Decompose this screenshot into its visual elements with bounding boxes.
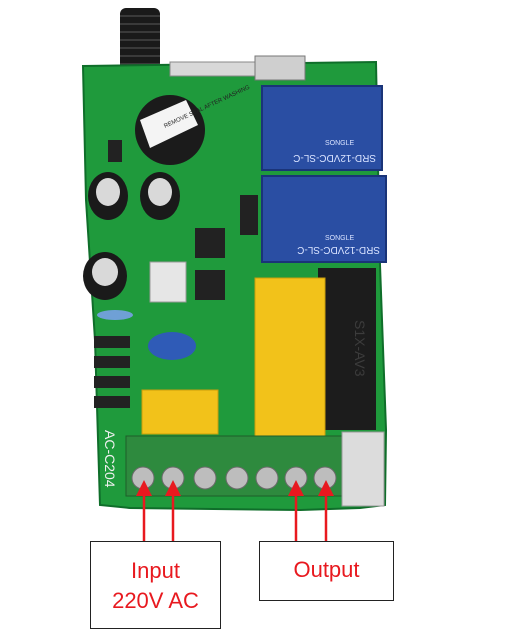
relay-top-model: SRD-12VDC-SL-C: [293, 152, 376, 163]
input-label-box: Input 220V AC: [90, 541, 221, 629]
arrows: [136, 480, 334, 541]
arrow-output-1-head: [288, 480, 304, 496]
ic-chip-1: [195, 228, 225, 258]
black-power-relay: S1X-AV3: [318, 268, 376, 430]
terminal-screw-5: [255, 466, 279, 490]
transistor-array: [240, 195, 258, 235]
arrow-output-2-head: [318, 480, 334, 496]
terminal-block: [125, 435, 345, 497]
small-yellow-capacitor: [141, 389, 219, 435]
terminal-screw-4: [225, 466, 249, 490]
regulator: [108, 140, 122, 162]
relay-top-brand: SONGLE: [325, 140, 355, 147]
x-capacitor: [254, 277, 326, 439]
blue-component: [97, 310, 133, 320]
relay-bottom: SRD-12VDC-SL-C SONGLE: [261, 175, 387, 263]
electrolytic-capacitor-1: [88, 172, 128, 220]
receiver-module: [254, 55, 306, 81]
arrow-input-1-head: [136, 480, 152, 496]
arrow-input-2-head: [165, 480, 181, 496]
input-label-voltage: 220V AC: [112, 588, 199, 613]
relay-bottom-brand: SONGLE: [325, 235, 355, 242]
board-model-text: AC-C204: [102, 430, 118, 488]
relay-top: SRD-12VDC-SL-C SONGLE: [261, 85, 383, 171]
input-label-title: Input: [131, 558, 180, 583]
electrolytic-capacitor-2: [140, 172, 180, 220]
output-label-box: Output: [259, 541, 394, 601]
diodes: [94, 336, 130, 408]
ic-chip-2: [195, 270, 225, 300]
electrolytic-capacitor-3: [83, 252, 127, 300]
marking-grid: [341, 431, 385, 507]
black-relay-label: S1X-AV3: [352, 320, 368, 377]
resistor-pack: [149, 261, 187, 303]
relay-bottom-model: SRD-12VDC-SL-C: [297, 244, 380, 255]
blue-disc-capacitor: [148, 332, 196, 360]
output-label-title: Output: [293, 557, 360, 582]
terminal-screw-3: [193, 466, 217, 490]
